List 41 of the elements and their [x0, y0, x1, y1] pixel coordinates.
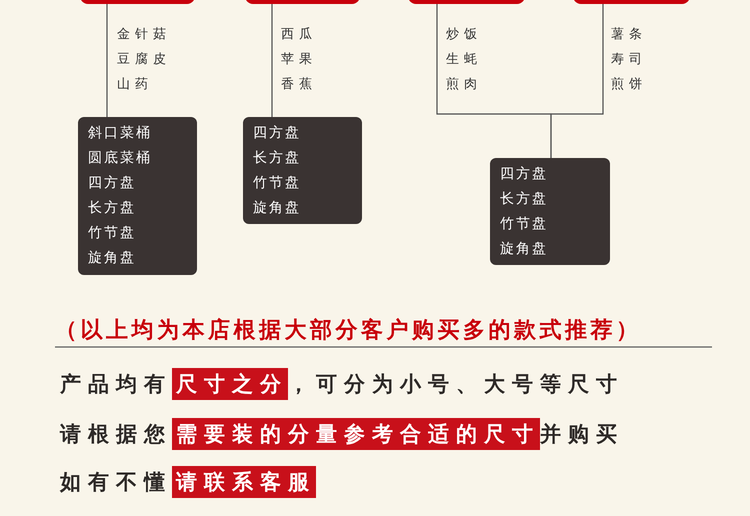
food-name: 炒饭	[446, 26, 482, 43]
food-name: 寿司	[611, 51, 647, 68]
list-item: 长方盘	[253, 149, 302, 168]
connector-line	[550, 4, 604, 158]
list-item: 旋角盘	[500, 240, 549, 259]
note-text: 请根据您	[60, 421, 172, 448]
list-box	[243, 117, 362, 224]
food-name: 薯条	[611, 26, 647, 43]
note-text: ，可分为小号、大号等尺寸	[288, 371, 624, 398]
connector-line	[271, 4, 273, 117]
food-name: 煎肉	[446, 76, 482, 93]
note-heading: （以上均为本店根据大部分客户购买多的款式推荐）	[55, 316, 642, 345]
connector-line	[106, 4, 108, 117]
highlighted-text: 请联系客服	[172, 466, 316, 498]
highlighted-text: 尺寸之分	[172, 368, 288, 400]
note-text: 产品均有	[60, 371, 172, 398]
list-item: 竹节盘	[88, 224, 137, 243]
list-item: 长方盘	[88, 199, 137, 218]
list-item: 长方盘	[500, 190, 549, 209]
list-item: 斜口菜桶	[88, 124, 153, 143]
list-box	[490, 158, 610, 265]
list-item: 圆底菜桶	[88, 149, 153, 168]
list-item: 旋角盘	[88, 249, 137, 268]
food-name: 豆腐皮	[117, 51, 171, 68]
list-item: 四方盘	[500, 165, 549, 184]
list-box	[78, 117, 197, 275]
food-name: 苹果	[281, 51, 317, 68]
list-item: 四方盘	[88, 174, 137, 193]
highlighted-text: 需要装的分量参考合适的尺寸	[172, 418, 540, 450]
note-text: 并购买	[540, 421, 624, 448]
list-item: 竹节盘	[253, 174, 302, 193]
food-name: 香蕉	[281, 76, 317, 93]
food-name: 西瓜	[281, 26, 317, 43]
food-name: 煎饼	[611, 76, 647, 93]
list-item: 旋角盘	[253, 199, 302, 218]
list-item: 竹节盘	[500, 215, 549, 234]
note-text: 如有不懂	[60, 469, 172, 496]
food-name: 山药	[117, 76, 153, 93]
food-name: 生蚝	[446, 51, 482, 68]
food-name: 金针菇	[117, 26, 171, 43]
list-item: 四方盘	[253, 124, 302, 143]
